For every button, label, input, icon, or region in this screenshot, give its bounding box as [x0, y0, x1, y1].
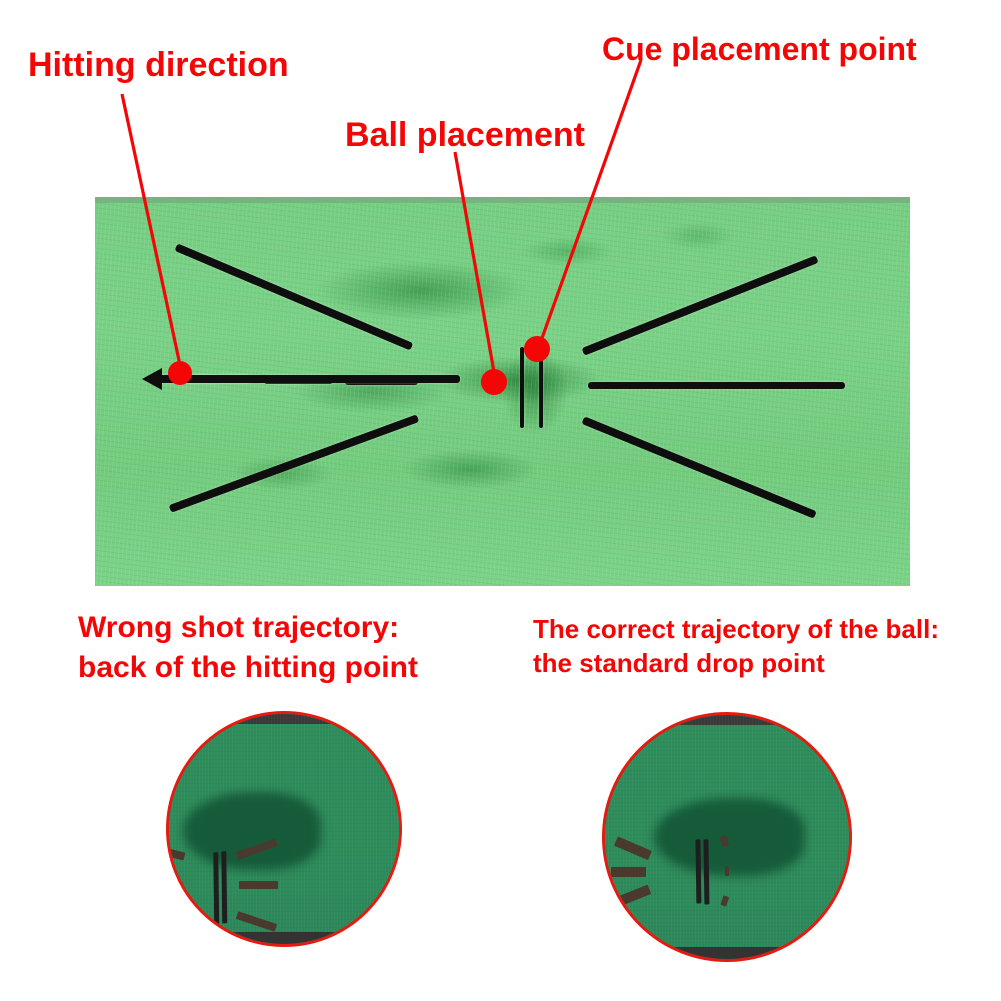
mark-right-middle	[238, 880, 279, 890]
cue-line-left	[695, 839, 702, 905]
caption-correct-trajectory: The correct trajectory of the ball: the …	[533, 614, 939, 679]
cue-line-right	[703, 839, 709, 905]
mat-top-edge-shadow	[95, 197, 910, 203]
mark-left-lower	[169, 912, 186, 922]
label-ball-placement: Ball placement	[345, 116, 585, 154]
cue-vertical-line-left	[520, 347, 524, 428]
mark-left-middle	[169, 881, 183, 891]
label-cue-placement-point: Cue placement point	[602, 31, 917, 67]
inset-correct-trajectory	[602, 712, 852, 962]
center-right-line	[588, 381, 845, 389]
inset-top-bar	[605, 715, 849, 725]
cue-vertical-line-right	[539, 347, 543, 428]
inset-bottom-bar	[169, 932, 399, 944]
inset-top-bar	[169, 714, 399, 724]
mat-grain-overlay	[95, 197, 910, 586]
inset-bottom-bar	[605, 947, 849, 959]
hitting-direction-arrow-shaft	[156, 375, 460, 383]
golf-mat-photo	[95, 197, 910, 586]
inset-impact-divot	[182, 792, 321, 871]
inset-impact-divot	[653, 797, 806, 877]
caption-wrong-shot-trajectory: Wrong shot trajectory: back of the hitti…	[78, 611, 418, 684]
mark-left-middle	[610, 867, 646, 877]
inset-wrong-shot	[166, 711, 402, 947]
mark-right-middle	[724, 866, 729, 877]
hitting-direction-arrow-head	[142, 368, 162, 390]
label-hitting-direction: Hitting direction	[28, 46, 289, 84]
